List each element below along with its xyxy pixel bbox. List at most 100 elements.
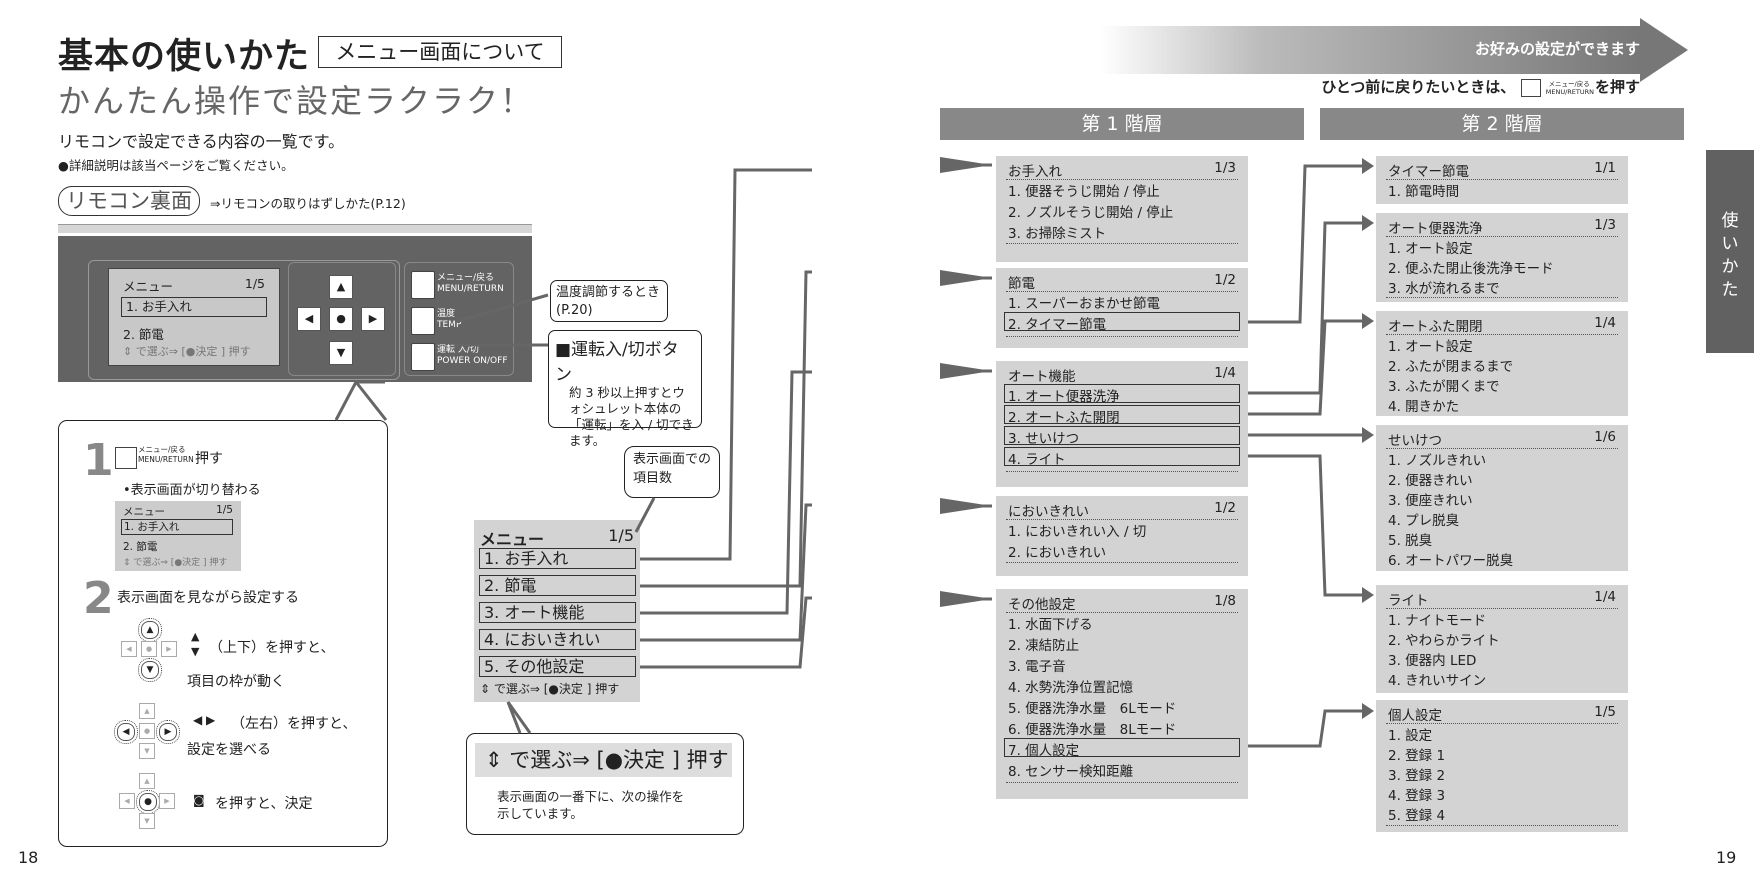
list-item[interactable]: 1. 設定 — [1388, 728, 1433, 744]
list-item-selected[interactable]: 2. タイマー節電 — [1008, 317, 1107, 333]
list-item[interactable]: 6. 便器洗浄水量 8Lモード — [1008, 722, 1177, 738]
list-item[interactable]: 1. オート設定 — [1388, 339, 1473, 355]
list-item[interactable]: 1. 節電時間 — [1388, 184, 1460, 200]
up-icon: ▲ — [139, 703, 155, 719]
menu-item[interactable]: 1. お手入れ — [479, 548, 636, 569]
list-item[interactable]: 1. 便器そうじ開始 / 停止 — [1008, 184, 1160, 200]
list-item[interactable]: 3. 電子音 — [1008, 659, 1066, 675]
remote-top-strip — [58, 224, 532, 233]
list-item-selected[interactable]: 1. オート便器洗浄 — [1008, 389, 1120, 405]
down-button[interactable]: ▼ — [329, 341, 353, 365]
list-item[interactable]: 2. 便器きれい — [1388, 473, 1473, 489]
list-item[interactable]: 1. ナイトモード — [1388, 613, 1487, 629]
left-icon: ◀ — [121, 641, 137, 657]
remote-dpad: ▲ ◀ ● ▶ ▼ — [288, 262, 396, 376]
updown-icons: ▲▼ — [191, 630, 200, 658]
left-button[interactable]: ◀ — [297, 307, 321, 331]
steps-box: 1 メニュー/戻る MENU/RETURN 押す •表示画面が切り替わる メニュ… — [58, 420, 388, 847]
list-item-selected[interactable]: 3. せいけつ — [1008, 431, 1080, 447]
instruction-bar: ⇕ で選ぶ⇒ [●決定 ] 押す — [475, 743, 732, 777]
list-item[interactable]: 5. 登録 4 — [1388, 808, 1446, 824]
mini-lcd-hint: ⇕ で選ぶ⇒ [●決定 ] 押す — [123, 558, 228, 568]
list-item-selected[interactable]: 4. ライト — [1008, 452, 1066, 468]
enter-button[interactable]: ● — [329, 307, 353, 331]
connector-item2 — [640, 270, 812, 588]
menu-item[interactable]: 4. においきれい — [479, 629, 636, 650]
list-item[interactable]: 2. 登録 1 — [1388, 748, 1446, 764]
remote-back-link[interactable]: ⇒リモコンの取りはずしかた(P.12) — [210, 196, 406, 211]
list-item[interactable]: 3. 便器内 LED — [1388, 653, 1477, 669]
list-item[interactable]: 1. オート設定 — [1388, 241, 1473, 257]
box-page: 1/8 — [1214, 593, 1236, 609]
list-item[interactable]: 2. においきれい — [1008, 545, 1107, 561]
lcd-selected-item: 1. お手入れ — [121, 297, 267, 317]
page-number-left: 18 — [18, 848, 39, 867]
list-item[interactable]: 2. 凍結防止 — [1008, 638, 1080, 654]
enter-small-icon: ◙ — [193, 793, 205, 807]
list-item[interactable]: 4. 登録 3 — [1388, 788, 1446, 804]
menu-item[interactable]: 2. 節電 — [479, 575, 636, 596]
right-button[interactable]: ▶ — [361, 307, 385, 331]
list-item[interactable]: 5. 脱臭 — [1388, 533, 1433, 549]
up-button[interactable]: ▲ — [329, 275, 353, 299]
list-item[interactable]: 2. 便ふた閉止後洗浄モード — [1388, 261, 1554, 277]
level2-menu-personal: 個人設定 1/5 1. 設定 2. 登録 1 3. 登録 2 4. 登録 3 5… — [1376, 700, 1628, 832]
list-item[interactable]: 4. 開きかた — [1388, 399, 1460, 415]
temp-button[interactable] — [411, 307, 435, 335]
level2-menu-light: ライト 1/4 1. ナイトモード 2. やわらかライト 3. 便器内 LED … — [1376, 585, 1628, 693]
list-item-selected[interactable]: 2. オートふた開閉 — [1008, 410, 1120, 426]
connector-light — [1248, 454, 1362, 597]
level1-menu-care: お手入れ 1/3 1. 便器そうじ開始 / 停止 2. ノズルそうじ開始 / 停… — [996, 156, 1248, 262]
box-page: 1/2 — [1214, 272, 1236, 288]
section-tag: メニュー画面について — [318, 36, 562, 68]
down-icon: ▼ — [138, 658, 162, 682]
list-item-selected[interactable]: 7. 個人設定 — [1008, 743, 1080, 759]
menu-hint: ⇕ で選ぶ⇒ [●決定 ] 押す — [480, 682, 620, 696]
instruction-pointer-line — [506, 701, 532, 734]
level1-menu-other: その他設定 1/8 1. 水面下げる 2. 凍結防止 3. 電子音 4. 水勢洗… — [996, 589, 1248, 799]
box-page: 1/3 — [1594, 217, 1616, 233]
list-item[interactable]: 3. 登録 2 — [1388, 768, 1446, 784]
list-item[interactable]: 3. ふたが開くまで — [1388, 379, 1500, 395]
list-item[interactable]: 2. やわらかライト — [1388, 633, 1500, 649]
list-item[interactable]: 6. オートパワー脱臭 — [1388, 553, 1514, 569]
side-tab[interactable]: 使いかた — [1706, 150, 1754, 353]
menu-item[interactable]: 5. その他設定 — [479, 656, 636, 677]
right-icon: ▶ — [159, 793, 175, 809]
banner-arrow-icon — [1640, 18, 1688, 82]
box-page: 1/2 — [1214, 500, 1236, 516]
connector-auto-flush — [1248, 221, 1362, 395]
list-item[interactable]: 5. 便器洗浄水量 6Lモード — [1008, 701, 1177, 717]
left-icon: ◀ — [114, 720, 138, 744]
enter-icon: ● — [141, 641, 157, 657]
list-item[interactable]: 2. ふたが閉まるまで — [1388, 359, 1514, 375]
menu-return-button[interactable] — [411, 271, 435, 299]
list-item[interactable]: 1. 水面下げる — [1008, 617, 1093, 633]
items-count-callout: 表示画面での項目数 — [624, 446, 720, 498]
lcd-page: 1/5 — [244, 276, 265, 291]
list-item[interactable]: 3. お掃除ミスト — [1008, 226, 1107, 242]
level2-menu-auto-lid: オートふた開閉 1/4 1. オート設定 2. ふたが閉まるまで 3. ふたが開… — [1376, 311, 1628, 416]
list-item[interactable]: 4. きれいサイン — [1388, 673, 1487, 689]
list-item[interactable]: 1. ノズルきれい — [1388, 453, 1487, 469]
list-item[interactable]: 4. プレ脱臭 — [1388, 513, 1460, 529]
box-title: お手入れ — [1008, 164, 1062, 180]
banner-bar — [1100, 26, 1640, 74]
box-page: 1/4 — [1594, 315, 1616, 331]
instruction-text: 表示画面の一番下に、次の操作を 示しています。 — [497, 788, 684, 822]
power-button[interactable] — [411, 343, 435, 371]
list-item[interactable]: 8. センサー検知距離 — [1008, 764, 1134, 780]
list-item[interactable]: 4. 水勢洗浄位置記憶 — [1008, 680, 1134, 696]
box-title: オート機能 — [1008, 369, 1076, 385]
menu-return-icon — [115, 447, 137, 469]
box-title: 節電 — [1008, 276, 1035, 292]
back-note: ひとつ前に戻りたいときは、 メニュー/戻る MENU/RETURN を押す — [1280, 76, 1640, 97]
list-item[interactable]: 3. 水が流れるまで — [1388, 281, 1500, 297]
menu-item[interactable]: 3. オート機能 — [479, 602, 636, 623]
list-item[interactable]: 2. ノズルそうじ開始 / 停止 — [1008, 205, 1174, 221]
mini-lcd-selected: 1. お手入れ — [121, 519, 233, 535]
list-item[interactable]: 1. においきれい入 / 切 — [1008, 524, 1147, 540]
list-item[interactable]: 1. スーパーおまかせ節電 — [1008, 296, 1161, 312]
menu-title: メニュー — [480, 530, 545, 549]
list-item[interactable]: 3. 便座きれい — [1388, 493, 1473, 509]
